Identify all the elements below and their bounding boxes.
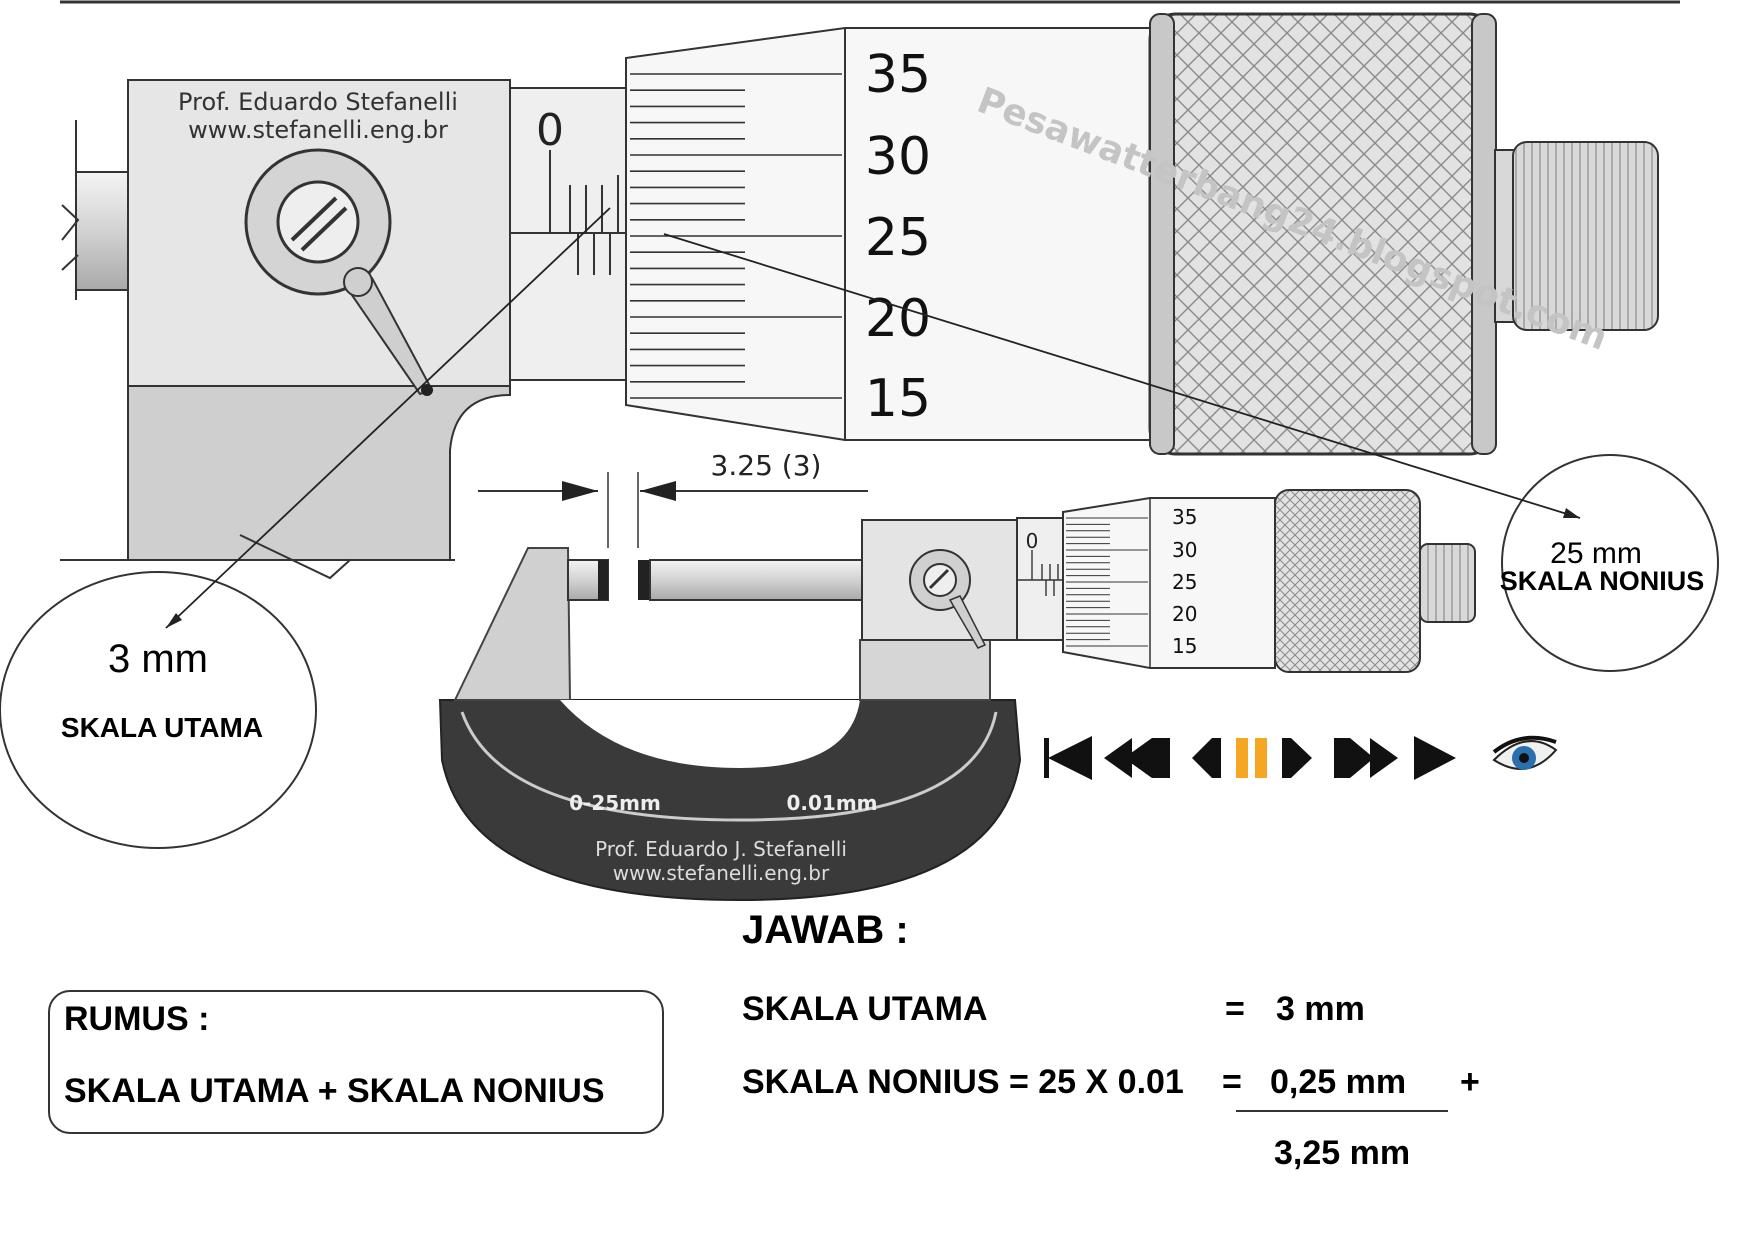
sum-rule [1236,1110,1448,1112]
jawab-line2-eq: = [1222,1063,1242,1101]
vernier-label: SKALA NONIUS [1500,566,1705,596]
jawab-line2-label: SKALA NONIUS = 25 X 0.01 [742,1063,1184,1101]
rewind-icon[interactable] [1104,738,1170,778]
eye-icon[interactable] [1492,735,1558,770]
frame-credit-line2: www.stefanelli.eng.br [613,861,830,885]
large-credit-line2: www.stefanelli.eng.br [188,116,448,144]
rumus-box [48,990,664,1134]
dimension-label: 3.25 (3) [711,449,822,482]
pause-icon[interactable] [1236,738,1267,778]
small-thimble-35: 35 [1172,505,1197,529]
rumus-title: RUMUS : [64,1000,210,1038]
thimble-num-25: 25 [865,208,931,268]
vernier-value: 25 mm [1550,537,1642,570]
jawab-line1-label: SKALA UTAMA [742,990,988,1028]
callout-vernier: 25 mm SKALA NONIUS [663,233,1719,672]
frame-block [127,384,511,561]
step-forward-icon[interactable] [1282,738,1312,778]
small-thimble-25: 25 [1172,570,1197,594]
small-thimble-20: 20 [1172,602,1197,626]
jawab-line1-value: 3 mm [1276,990,1365,1028]
sleeve-zero: 0 [536,105,564,156]
first-icon[interactable] [1044,736,1092,780]
jawab-title: JAWAB : [742,908,909,952]
jawab-line2-plus: + [1460,1063,1480,1101]
large-micrometer: Prof. Eduardo Stefanelli www.stefanelli.… [61,12,1659,561]
small-sleeve-zero: 0 [1026,529,1039,553]
c-frame [438,699,1022,902]
jawab-line2-value: 0,25 mm [1270,1063,1407,1101]
small-micrometer: 3.25 (3) 0 [438,449,1476,902]
main-scale-value: 3 mm [108,637,208,681]
step-back-icon[interactable] [1192,738,1221,778]
spindle-stub [75,171,129,291]
jawab-total: 3,25 mm [1274,1134,1411,1172]
rumus-formula: SKALA UTAMA + SKALA NONIUS [64,1072,605,1110]
frame-range: 0-25mm [569,791,661,815]
callout-main-scale: 3 mm SKALA UTAMA [0,207,611,849]
fast-forward-icon[interactable] [1334,738,1398,778]
frame-resolution: 0.01mm [786,791,877,815]
thimble-num-20: 20 [865,289,931,349]
thimble-num-15: 15 [865,369,931,429]
jawab-line1-eq: = [1225,990,1245,1028]
play-icon[interactable] [1414,736,1456,780]
thimble-num-30: 30 [865,127,931,187]
main-scale-label: SKALA UTAMA [61,712,263,743]
small-thimble-30: 30 [1172,538,1197,562]
thimble-num-35: 35 [865,45,931,105]
player-controls [1044,735,1558,780]
frame-credit-line1: Prof. Eduardo J. Stefanelli [595,837,847,861]
large-credit-line1: Prof. Eduardo Stefanelli [178,88,458,116]
small-thimble-15: 15 [1172,634,1197,658]
